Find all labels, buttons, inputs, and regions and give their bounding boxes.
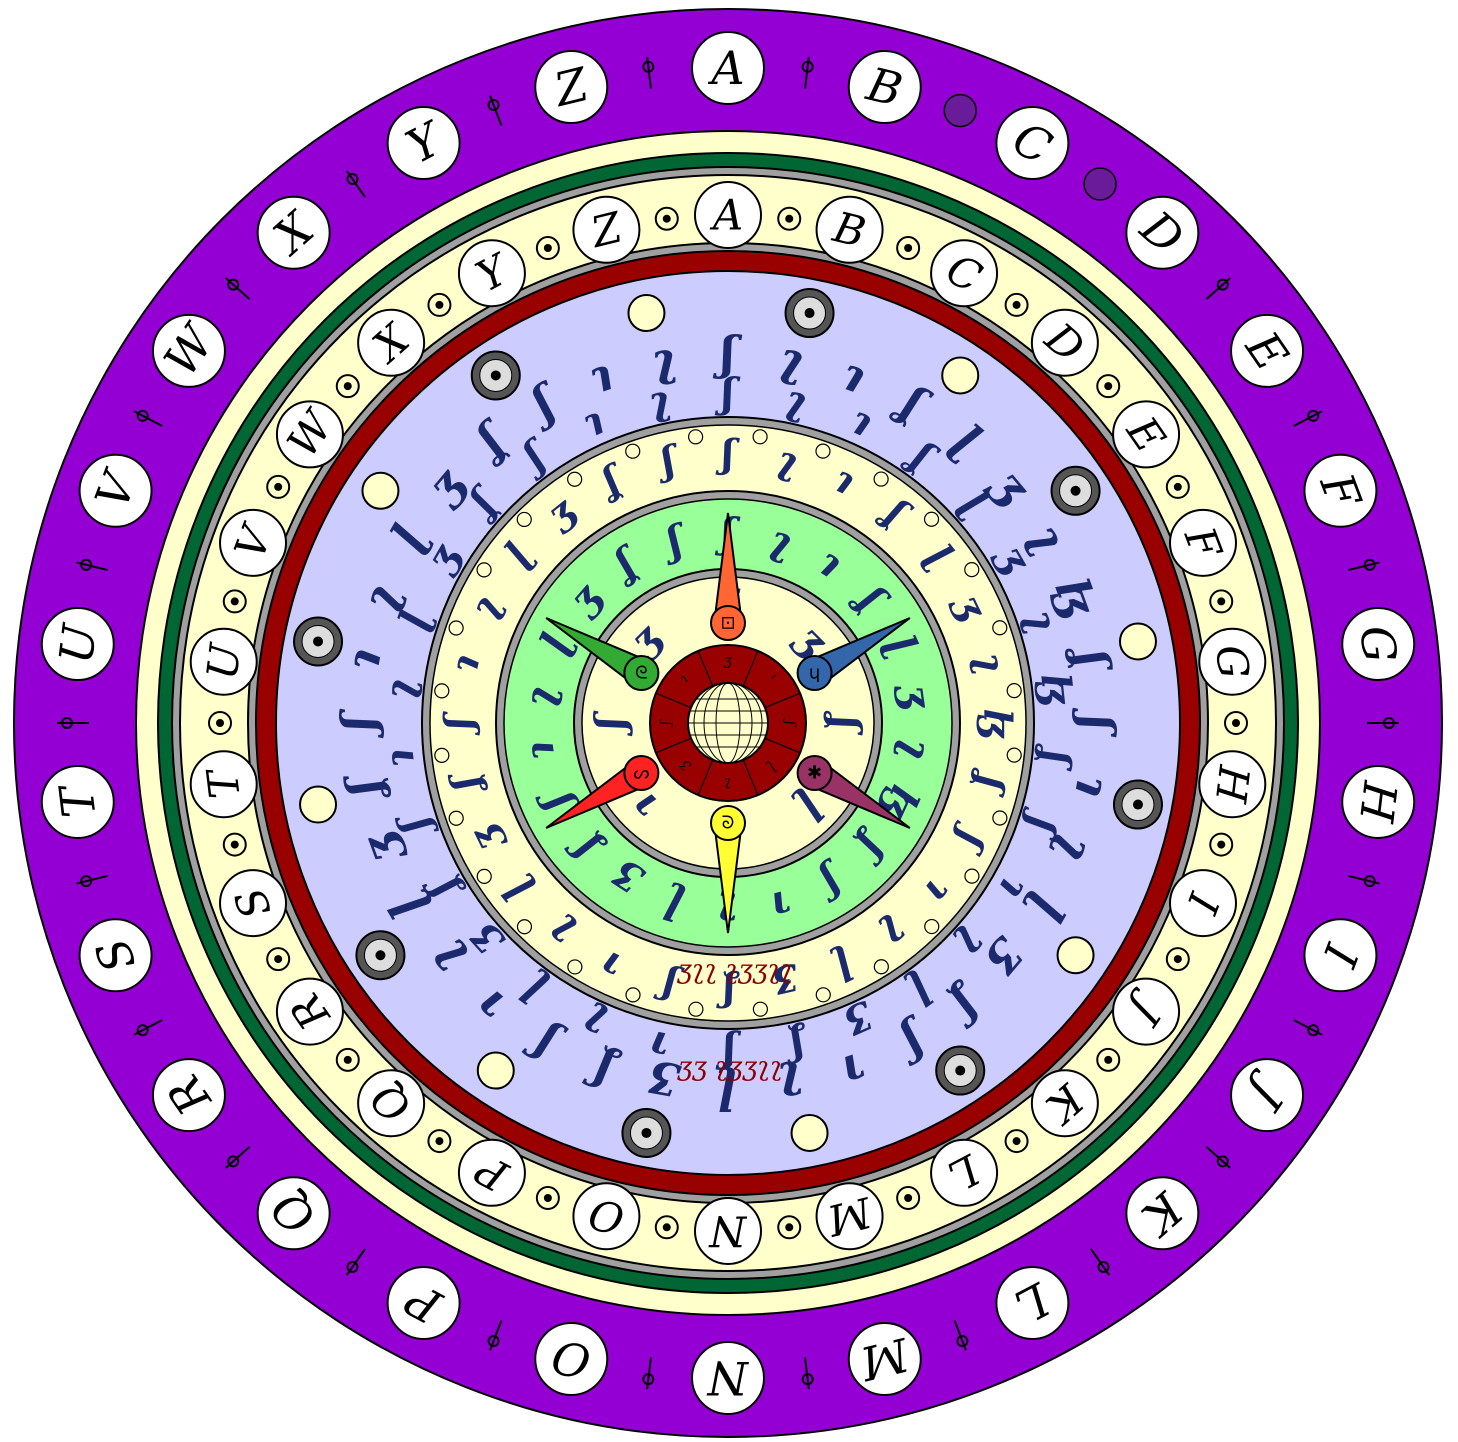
whale-icon-dot	[904, 1194, 912, 1202]
astro-symbol-icon-dot	[1104, 382, 1112, 390]
star-medallion-center	[641, 1128, 651, 1138]
center-sector-glyph: ʅ	[725, 777, 732, 793]
occult-symbol-icon	[1120, 623, 1156, 659]
sun-ring-icon-dot	[1104, 1056, 1112, 1064]
winged-sun-icon-dot	[1013, 301, 1021, 309]
astro-symbol-icon-dot	[216, 719, 224, 727]
outer-ring-letter-n: N	[706, 1351, 749, 1405]
ornament-icon-dot	[231, 597, 239, 605]
snail-icon-dot	[274, 483, 282, 491]
outer-ring-letter-g: G	[1349, 623, 1407, 666]
occult-symbol-icon	[1058, 937, 1094, 973]
astro-symbol-icon-dot	[663, 1223, 671, 1231]
astro-symbol-icon-dot	[663, 215, 671, 223]
star-medallion-icon	[1084, 168, 1116, 200]
star-medallion-center	[375, 950, 385, 960]
astro-symbol-icon-dot	[1013, 1137, 1021, 1145]
occult-symbol-icon	[628, 295, 664, 331]
occult-symbol-icon	[942, 357, 978, 393]
inner-ring-letter-h: H	[1206, 762, 1259, 807]
star-medallion-center	[1071, 486, 1081, 496]
occult-symbol-icon	[478, 1053, 514, 1089]
star-medallion-center	[313, 636, 323, 646]
outer-ring-letter-a: A	[707, 41, 744, 95]
occult-symbol-icon	[362, 473, 398, 509]
inner-ring-letter-a: A	[709, 191, 743, 240]
occult-symbol-icon	[792, 1115, 828, 1151]
astro-symbol-icon-dot	[544, 244, 552, 252]
compass-symbol-northeast: ɥ	[809, 663, 820, 684]
compass-symbol-southeast: ✱	[807, 763, 822, 784]
occult-symbol-icon	[300, 787, 336, 823]
spiral-icon-dot	[1232, 719, 1240, 727]
compass-symbol-northwest: ᘓ	[635, 663, 648, 684]
dragon-icon-dot	[544, 1194, 552, 1202]
red-inscription-bottom: ʒʒ ʅʒʒʅʅ	[677, 1052, 783, 1082]
outer-rune-glyph-2: ɮ	[1031, 670, 1081, 708]
star-medallion-center	[491, 370, 501, 380]
astro-symbol-icon-dot	[274, 955, 282, 963]
paw-icon-dot	[1217, 597, 1225, 605]
star-medallion-center	[805, 308, 815, 318]
star-medallion-center	[1133, 800, 1143, 810]
triskelion-icon-dot	[1217, 841, 1225, 849]
red-inscription-top: ʒʅʅ ʅʒʒʅʅ	[676, 955, 793, 985]
star-medallion-icon	[944, 95, 976, 127]
middle-rune-glyph: ɮ	[976, 708, 1021, 739]
astro-symbol-icon-dot	[785, 1223, 793, 1231]
bird-icon-dot	[344, 382, 352, 390]
inner-ring-letter-n: N	[708, 1207, 747, 1256]
center-sector-glyph: ʒ	[723, 653, 732, 669]
scribble-icon-dot	[785, 215, 793, 223]
compass-symbol-south: ᘐ	[722, 813, 735, 834]
inner-ring-letter-g: G	[1206, 642, 1259, 681]
hexagon-network-icon-dot	[1174, 955, 1182, 963]
star-medallion-center	[955, 1066, 965, 1076]
compass-symbol-north: ⊡	[720, 613, 735, 634]
star-cross-icon-dot	[344, 1056, 352, 1064]
compass-symbol-southwest: ᔕ	[633, 763, 649, 784]
cross-icon-dot	[1174, 483, 1182, 491]
scribble-icon-dot	[904, 244, 912, 252]
wave-icon-dot	[435, 1137, 443, 1145]
outer-ring-letter-h: H	[1349, 778, 1408, 826]
astro-symbol-icon-dot	[231, 841, 239, 849]
astro-symbol-icon-dot	[435, 301, 443, 309]
